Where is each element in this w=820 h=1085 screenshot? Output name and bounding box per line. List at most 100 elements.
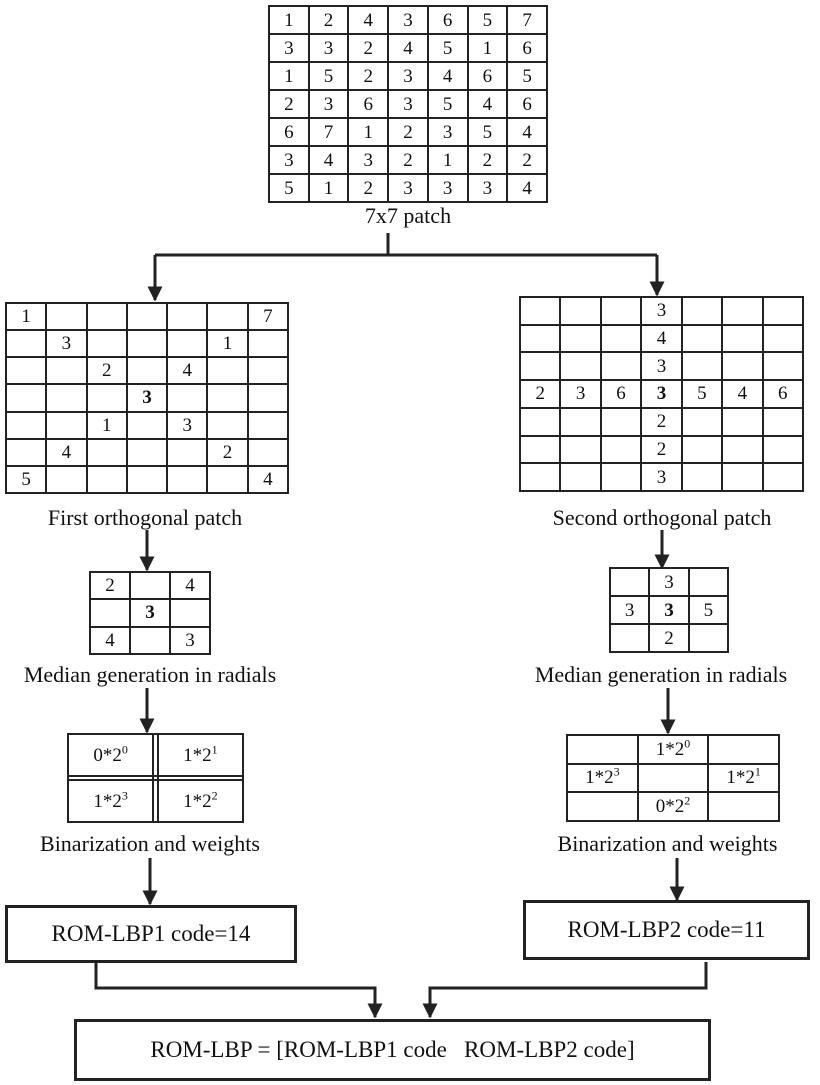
- grid-cell: 1: [466, 33, 509, 63]
- grid-cell: [89, 598, 131, 628]
- grid-cell: 2: [506, 145, 548, 175]
- grid-cell: [166, 329, 209, 359]
- grid-cell: [559, 323, 602, 354]
- grid-cell: 1: [206, 329, 249, 359]
- grid-cell: [206, 356, 249, 386]
- rom-lbp2-code-box: ROM-LBP2 code=11: [523, 900, 810, 960]
- grid-cell: [566, 791, 639, 822]
- grid-row: 3: [89, 598, 211, 628]
- grid-cell: [721, 434, 764, 465]
- rom-lbp-final-box: ROM-LBP = [ROM-LBP1 code ROM-LBP2 code]: [74, 1019, 711, 1081]
- grid-cell: [246, 437, 290, 467]
- grid-cell: [169, 598, 211, 628]
- grid-cell: [45, 301, 88, 332]
- grid-cell: 3: [166, 410, 209, 440]
- grid-cell: [206, 301, 249, 332]
- grid-cell: 1: [268, 61, 310, 91]
- grid-cell: [680, 323, 724, 354]
- grid-cell: [518, 323, 562, 354]
- grid-cell: 2: [206, 437, 249, 467]
- grid-cell: 1: [4, 301, 48, 332]
- grid-cell: [246, 383, 290, 413]
- arrow-code-right-to-final: [422, 962, 708, 1019]
- grid-row: 2: [608, 623, 730, 653]
- grid-cell: 4: [426, 61, 469, 91]
- grid-cell: 4: [45, 437, 88, 467]
- grid-cell: [518, 296, 562, 326]
- grid-cell: [721, 406, 764, 437]
- grid-cell: 6: [506, 33, 548, 63]
- grid-cell: [4, 329, 48, 359]
- grid-cell: [125, 329, 169, 359]
- grid-cell: 1*20: [636, 734, 710, 765]
- grid-cell: 6: [599, 379, 643, 409]
- grid-cell: 7: [506, 5, 548, 35]
- grid-cell: 3: [648, 595, 690, 625]
- grid-cell: 2: [85, 356, 128, 386]
- grid-cell: 3: [268, 145, 310, 175]
- grid-row: 3: [4, 383, 290, 413]
- grid-cell: [636, 762, 710, 794]
- grid-cell: 1: [268, 5, 310, 35]
- grid-cell: 3: [268, 33, 310, 63]
- grid-cell: 1*23: [566, 762, 639, 794]
- grid-cell: [559, 296, 602, 326]
- median-right-caption: Median generation in radials: [534, 662, 788, 687]
- grid-cell: 5: [680, 379, 724, 409]
- grid-cell: 6: [268, 117, 310, 147]
- grid-cell: [4, 383, 48, 413]
- weight-exponent: 3: [121, 788, 128, 803]
- grid-cell: [680, 351, 724, 382]
- grid-cell: [85, 301, 128, 332]
- grid-cell: [85, 329, 128, 359]
- grid-cell: 1: [307, 173, 350, 203]
- weight-exponent: 0: [121, 742, 128, 757]
- grid-cell: 1*21: [707, 762, 780, 794]
- grid-row: 1*20: [566, 734, 780, 765]
- grid-cell: [559, 406, 602, 437]
- grid-cell: [166, 383, 209, 413]
- grid-cell: [206, 383, 249, 413]
- grid-row: 4: [518, 323, 805, 354]
- grid-cell: 3: [387, 61, 429, 91]
- grid-cell: 2: [347, 173, 390, 203]
- grid-cell: [599, 296, 643, 326]
- grid-cell: [246, 356, 290, 386]
- grid-cell: 4: [640, 323, 683, 354]
- grid-cell: 5: [426, 89, 469, 119]
- grid-cell: 0*20: [66, 733, 155, 777]
- grid-cell: 3: [129, 598, 171, 628]
- grid-cell: [85, 437, 128, 467]
- grid-cell: 3: [125, 383, 169, 413]
- grid-cell: [518, 462, 562, 492]
- grid-cell: [707, 791, 780, 822]
- grid-cell: [761, 296, 805, 326]
- grid-cell: 3: [347, 145, 390, 175]
- grid-cell: [129, 625, 171, 656]
- grid-cell: [599, 406, 643, 437]
- grid-cell: 2: [347, 61, 390, 91]
- grid-cell: [721, 323, 764, 354]
- grid-cell: [608, 567, 651, 597]
- grid-cell: 3: [307, 89, 350, 119]
- grid-cell: 2: [268, 89, 310, 119]
- grid-cell: [721, 462, 764, 492]
- grid-cell: [608, 623, 651, 653]
- grid-cell: [559, 462, 602, 492]
- grid-cell: 5: [506, 61, 548, 91]
- grid-row: 2: [518, 406, 805, 437]
- grid-cell: 3: [45, 329, 88, 359]
- grid-row: 3: [608, 567, 730, 597]
